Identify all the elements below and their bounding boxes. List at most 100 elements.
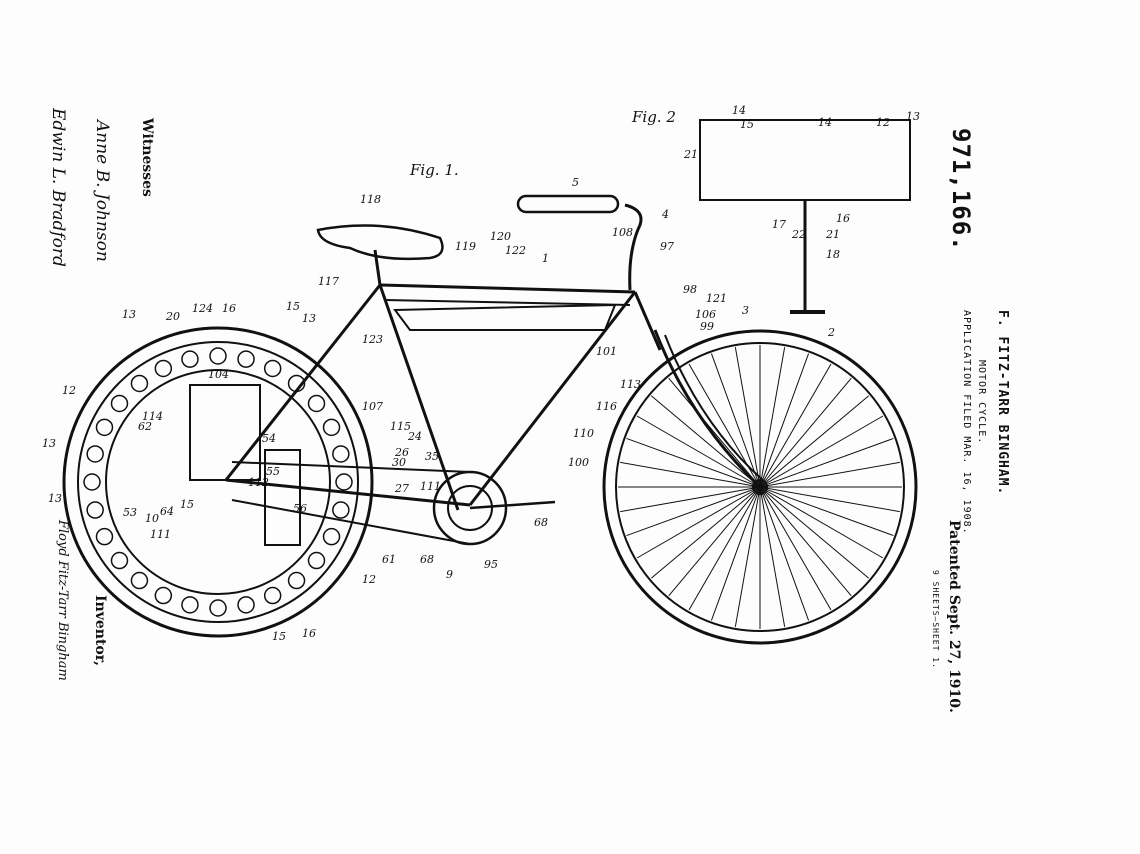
front-wheel-rim — [615, 342, 905, 632]
inventor-signature: Floyd Fitz-Tarr Bingham — [55, 520, 70, 681]
witnesses-label: Witnesses — [139, 118, 155, 197]
reference-numeral: 1 — [542, 252, 549, 265]
reference-numeral: 68 — [534, 516, 548, 529]
reference-numeral: 16 — [836, 212, 850, 225]
reference-numeral: 16 — [222, 302, 236, 315]
reference-numeral: 112 — [248, 476, 269, 489]
reference-numeral: 64 — [160, 505, 174, 518]
reference-numeral: 14 — [818, 116, 832, 129]
reference-numeral: 22 — [791, 228, 806, 241]
wheel-hole — [332, 445, 350, 463]
spoke — [759, 486, 870, 579]
wheel-hole — [287, 374, 306, 393]
spoke — [688, 363, 761, 488]
reference-numeral: 21 — [683, 148, 698, 161]
reference-numeral: 110 — [573, 427, 594, 440]
spoke — [759, 486, 786, 627]
wheel-hole — [110, 551, 129, 570]
reference-numeral: 4 — [661, 208, 669, 221]
reference-numeral: 53 — [123, 506, 137, 519]
reference-numeral: 104 — [208, 368, 229, 381]
reference-numeral: 120 — [490, 230, 511, 243]
reference-numeral: 12 — [362, 573, 376, 586]
reference-numeral: 111 — [150, 528, 171, 541]
reference-numeral: 24 — [407, 430, 422, 443]
reference-numeral: 117 — [318, 275, 339, 288]
reference-numeral: 108 — [612, 226, 633, 239]
spoke — [759, 347, 786, 488]
spoke — [759, 486, 900, 513]
spoke — [759, 486, 852, 597]
fig2-hub — [699, 119, 911, 201]
reference-numeral: 15 — [740, 118, 754, 131]
witness-signature-1: Anne B. Johnson — [92, 120, 112, 262]
wheel-hole — [209, 347, 227, 365]
spoke — [620, 486, 761, 513]
reference-numeral: 113 — [620, 378, 641, 391]
spoke — [759, 353, 810, 488]
reference-numeral: 21 — [825, 228, 840, 241]
reference-numeral: 15 — [272, 630, 286, 643]
spoke — [626, 486, 761, 537]
reference-numeral: 13 — [42, 437, 56, 450]
reference-numeral: 12 — [62, 384, 76, 397]
wheel-hole — [95, 527, 114, 546]
wheel-hole — [86, 501, 104, 519]
spoke — [626, 437, 761, 488]
inventor-label: Inventor, — [92, 595, 108, 666]
wheel-hole — [130, 374, 149, 393]
spoke — [759, 461, 900, 488]
spoke — [650, 486, 761, 579]
sheet-count: 9 SHEETS—SHEET 1. — [931, 570, 940, 669]
reference-numeral: 14 — [732, 104, 746, 117]
wheel-hole — [181, 350, 199, 368]
reference-numeral: 115 — [390, 420, 411, 433]
reference-numeral: 100 — [568, 456, 589, 469]
fig-1-label: Fig. 1. — [409, 161, 459, 179]
spoke — [668, 486, 761, 597]
reference-numeral: 10 — [145, 512, 159, 525]
spoke — [650, 395, 761, 488]
witness-signature-2: Edwin L. Bradford — [48, 108, 68, 267]
wheel-hole — [307, 394, 326, 413]
reference-numeral: 5 — [572, 176, 579, 189]
spoke — [734, 347, 761, 488]
spoke — [734, 486, 761, 627]
spoke — [636, 415, 761, 488]
reference-numeral: 20 — [165, 310, 180, 323]
reference-numeral: 17 — [772, 218, 786, 231]
reference-numeral: 62 — [138, 420, 152, 433]
reference-numeral: 95 — [484, 558, 498, 571]
invention-title: MOTOR CYCLE. — [976, 360, 987, 445]
reference-numeral: 111 — [420, 480, 441, 493]
wheel-hole — [287, 571, 306, 590]
spoke — [620, 461, 761, 488]
wheel-hole — [322, 527, 341, 546]
reference-numeral: 118 — [360, 193, 381, 206]
rear-wheel-tire — [62, 326, 374, 638]
reference-numeral: 3 — [742, 304, 749, 317]
reference-numeral: 106 — [695, 308, 716, 321]
spoke — [636, 486, 761, 559]
reference-numeral: 122 — [505, 244, 526, 257]
application-filed: APPLICATION FILED MAR. 16, 1908. — [961, 310, 972, 535]
spoke — [688, 486, 761, 611]
reference-numeral: 13 — [302, 312, 316, 325]
fig-2-label: Fig. 2 — [631, 108, 676, 126]
reference-numeral: 114 — [142, 410, 163, 423]
wheel-hole — [237, 350, 255, 368]
reference-numeral: 124 — [192, 302, 213, 315]
spoke — [710, 486, 761, 621]
reference-numeral: 97 — [660, 240, 674, 253]
rear-wheel-rim — [77, 341, 359, 623]
spoke — [759, 486, 810, 621]
reference-numeral: 26 — [394, 446, 409, 459]
reference-numeral: 54 — [262, 432, 276, 445]
spoke — [759, 377, 852, 488]
spoke — [668, 377, 761, 488]
reference-numeral: 15 — [286, 300, 300, 313]
front-wheel-tire — [602, 329, 918, 645]
wheel-hole — [86, 445, 104, 463]
